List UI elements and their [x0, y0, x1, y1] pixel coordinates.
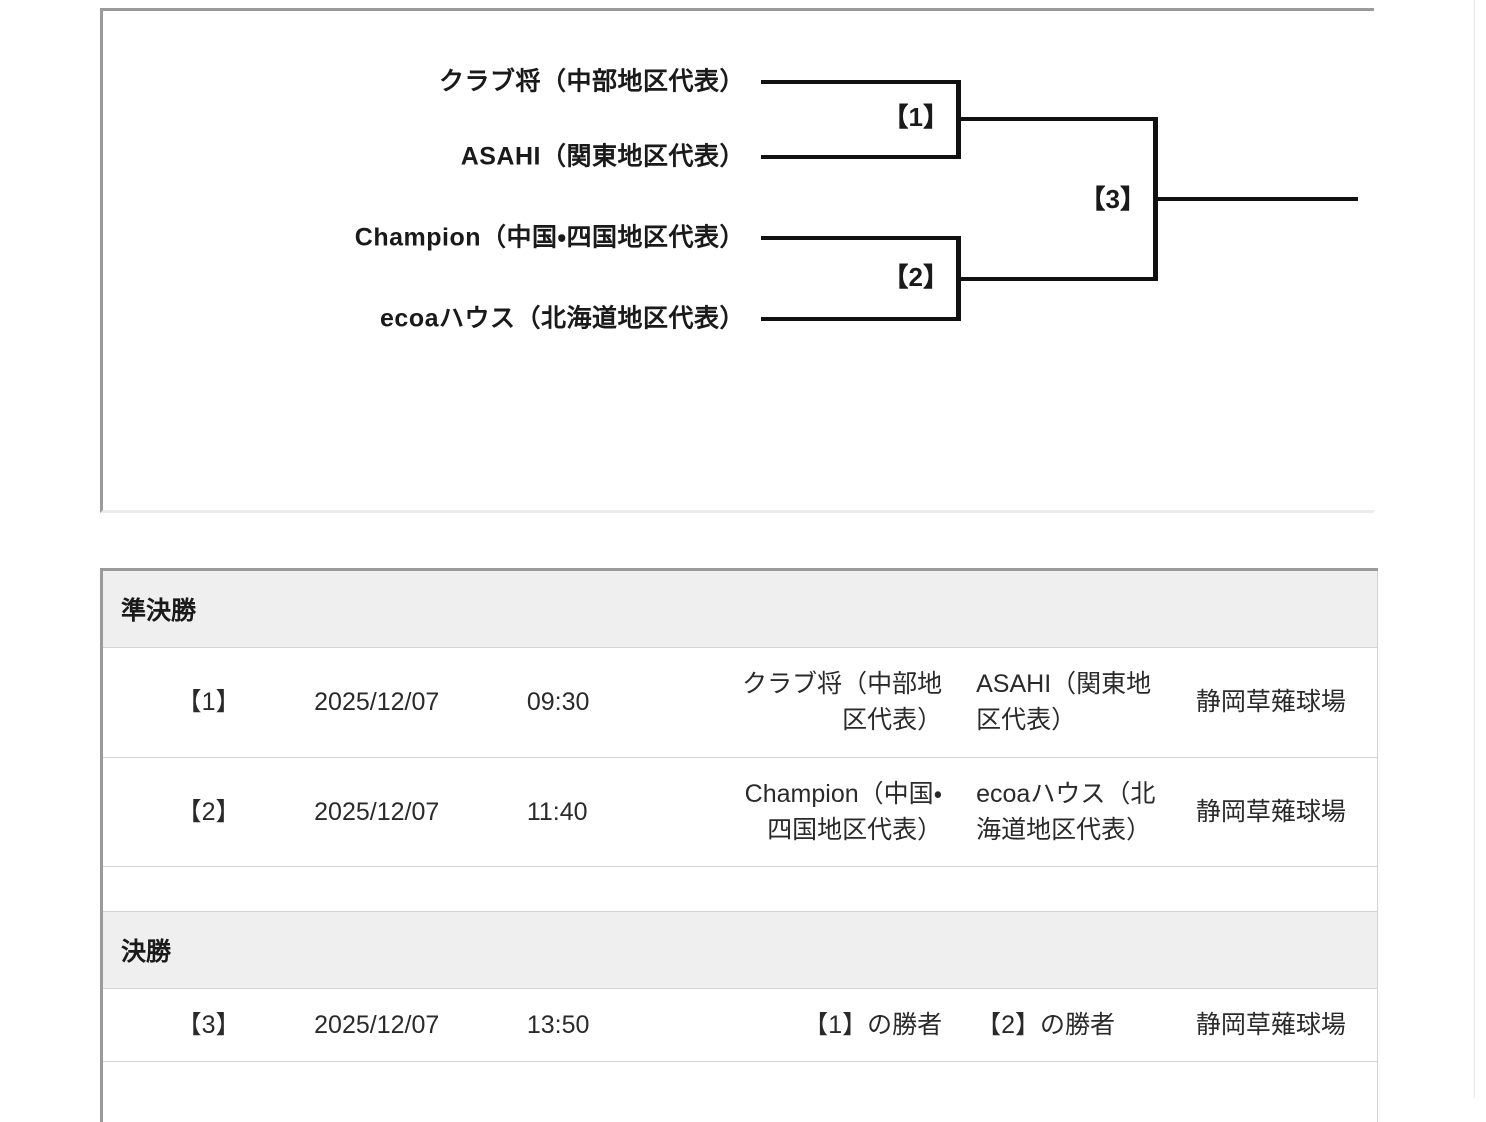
bracket-line-team4 [761, 317, 961, 321]
table-tail-row [102, 1062, 1378, 1122]
section-title-final: 決勝 [102, 912, 1378, 989]
schedule-section-header-semifinal: 準決勝 [102, 570, 1378, 648]
scrollbar-track-edge[interactable] [1474, 0, 1475, 1098]
match-number-cell: 【3】 [102, 989, 315, 1062]
schedule-table-body: 準決勝 【1】 2025/12/07 09:30 クラブ将（中部地区代表） AS… [102, 570, 1378, 1122]
bracket-match-number-1: 【1】 [883, 104, 949, 130]
bracket-match-number-2: 【2】 [883, 264, 949, 290]
bracket-line-team2 [761, 155, 961, 159]
match-number-cell: 【2】 [102, 757, 315, 867]
match-team-b-cell: ecoaハウス（北海道地区代表） [952, 757, 1165, 867]
match-team-b-cell: 【2】の勝者 [952, 989, 1165, 1062]
section-spacer-row [102, 867, 1378, 912]
match-team-a-cell: 【1】の勝者 [739, 989, 952, 1062]
bracket-line-team3 [761, 236, 961, 240]
bracket-team-label-3: Champion（中国・四国地区代表） [355, 226, 745, 251]
bracket-team-label-2: ASAHI（関東地区代表） [461, 145, 745, 170]
match-team-a-cell: クラブ将（中部地区代表） [739, 648, 952, 758]
spacer-cell [102, 867, 1378, 912]
bracket-line-winner1-advance [956, 117, 1158, 121]
match-team-b-cell: ASAHI（関東地区代表） [952, 648, 1165, 758]
match-time-cell: 11:40 [527, 757, 740, 867]
tournament-bracket-panel: クラブ将（中部地区代表） ASAHI（関東地区代表） Champion（中国・四… [100, 8, 1374, 513]
bracket-team-label-4: ecoaハウス（北海道地区代表） [380, 307, 745, 332]
bracket-line-winner2-advance [956, 277, 1158, 281]
match-venue-cell: 静岡草薙球場 [1165, 989, 1378, 1062]
bracket-line-team1 [761, 80, 961, 84]
match-date-cell: 2025/12/07 [314, 989, 527, 1062]
table-row[interactable]: 【3】 2025/12/07 13:50 【1】の勝者 【2】の勝者 静岡草薙球… [102, 989, 1378, 1062]
match-date-cell: 2025/12/07 [314, 757, 527, 867]
bracket-match-number-3: 【3】 [1080, 186, 1146, 212]
bracket-line-champion [1153, 197, 1358, 201]
section-title-semifinal: 準決勝 [102, 570, 1378, 648]
match-date-cell: 2025/12/07 [314, 648, 527, 758]
match-number-cell: 【1】 [102, 648, 315, 758]
tail-cell [102, 1062, 1378, 1122]
table-row[interactable]: 【1】 2025/12/07 09:30 クラブ将（中部地区代表） ASAHI（… [102, 648, 1378, 758]
match-time-cell: 09:30 [527, 648, 740, 758]
match-venue-cell: 静岡草薙球場 [1165, 757, 1378, 867]
schedule-section-header-final: 決勝 [102, 912, 1378, 989]
match-schedule-table: 準決勝 【1】 2025/12/07 09:30 クラブ将（中部地区代表） AS… [100, 568, 1378, 1122]
match-venue-cell: 静岡草薙球場 [1165, 648, 1378, 758]
bracket-team-label-1: クラブ将（中部地区代表） [439, 70, 745, 95]
table-row[interactable]: 【2】 2025/12/07 11:40 Champion（中国・四国地区代表）… [102, 757, 1378, 867]
match-team-a-cell: Champion（中国・四国地区代表） [739, 757, 952, 867]
bracket-diagram: クラブ将（中部地区代表） ASAHI（関東地区代表） Champion（中国・四… [103, 11, 1377, 516]
match-time-cell: 13:50 [527, 989, 740, 1062]
